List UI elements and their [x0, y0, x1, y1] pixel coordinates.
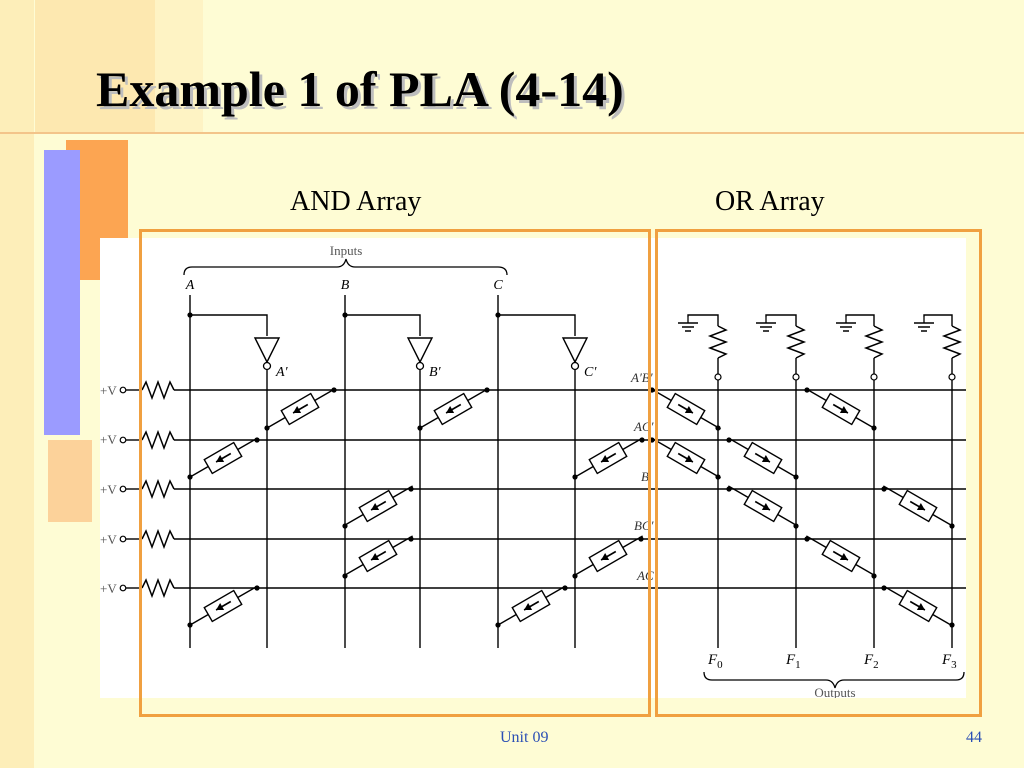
supply-label: +V	[100, 532, 117, 547]
inputs-brace-label: Inputs	[330, 243, 363, 258]
input-label-c: C	[493, 278, 503, 293]
title-divider	[0, 132, 1024, 134]
and-array-label: AND Array	[290, 186, 422, 217]
or-array-ground-leads	[687, 314, 953, 326]
page-number: 44	[966, 729, 982, 746]
supply-label: +V	[100, 581, 117, 596]
decor-bar-peach	[48, 440, 92, 522]
input-label-a: A	[185, 278, 195, 293]
output-label-f3: F3	[941, 652, 957, 671]
outputs-brace-label: Outputs	[814, 685, 855, 698]
complement-label-c: C′	[584, 365, 597, 380]
supply-column: +V +V +V +V +V	[100, 383, 117, 596]
and-array-highlight-box	[139, 229, 651, 717]
inverter-branches	[190, 314, 576, 336]
or-array-highlight-box	[655, 229, 982, 717]
supply-label: +V	[100, 383, 117, 398]
input-label-b: B	[341, 278, 350, 293]
or-array-terminals	[714, 373, 956, 381]
complement-label-b: B′	[429, 365, 442, 380]
input-lines	[189, 295, 499, 648]
or-array-output-lines	[717, 358, 953, 648]
or-array-dots	[649, 387, 955, 628]
and-array-dots	[187, 387, 645, 628]
output-label-f0: F0	[707, 652, 723, 671]
term-label: A′B′	[630, 370, 653, 385]
decor-bar-blue	[44, 150, 80, 435]
product-term-lines	[174, 389, 966, 589]
decor-bar-orange-light	[35, 0, 155, 132]
complement-lines	[266, 370, 576, 648]
complement-label-a: A′	[275, 365, 289, 380]
pla-circuit-diagram: Inputs A B C A′ B′ C′ +V +V +V +V +V	[100, 238, 966, 698]
outputs-brace: Outputs	[703, 671, 965, 698]
inputs-brace: Inputs	[183, 243, 508, 276]
supply-terminals	[119, 386, 127, 592]
output-label-f2: F2	[863, 652, 879, 671]
output-labels: F0 F1 F2 F3	[707, 652, 957, 671]
term-label: B	[641, 469, 649, 484]
page-title: Example 1 of PLA (4-14)	[96, 61, 624, 117]
decor-bar-tan-2	[155, 0, 203, 132]
footer-unit-label: Unit 09	[500, 729, 549, 746]
supply-label: +V	[100, 432, 117, 447]
supply-label: +V	[100, 482, 117, 497]
decor-bar-tan	[0, 0, 34, 768]
branch-dots	[187, 312, 501, 318]
output-label-f1: F1	[785, 652, 801, 671]
or-array-label: OR Array	[715, 186, 825, 217]
